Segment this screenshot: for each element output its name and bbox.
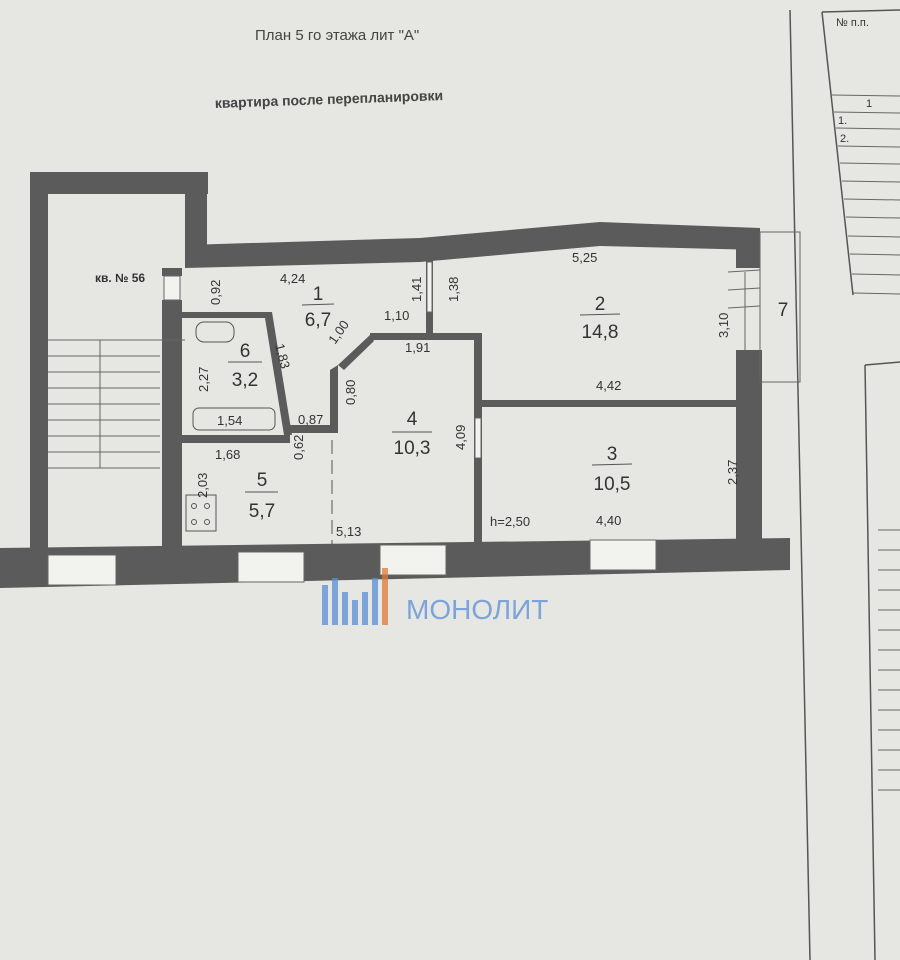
watermark-text: МОНОЛИТ <box>406 594 548 625</box>
dim-label: 0,87 <box>298 412 323 427</box>
fixtures <box>185 321 333 545</box>
room-4-area: 10,3 <box>394 438 431 459</box>
dim-label: 4,09 <box>453 425 468 450</box>
walls <box>0 172 790 588</box>
dim-label: 1,91 <box>405 340 430 355</box>
dim-label: 4,42 <box>596 378 621 393</box>
dim-label: 1,38 <box>446 277 461 302</box>
room-5-number: 5 <box>257 470 268 491</box>
room-3-area: 10,5 <box>594 474 631 495</box>
room-5-area: 5,7 <box>249 501 275 522</box>
dim-label: 4,24 <box>280 271 305 286</box>
table-header: № п.п. <box>836 17 869 29</box>
dim-label: 4,40 <box>596 513 621 528</box>
plan-subtitle: квартира после перепланировки <box>215 87 444 111</box>
dim-label: 5,25 <box>572 250 597 265</box>
ceiling-height-label: h=2,50 <box>490 514 530 529</box>
dim-label: 2,03 <box>195 473 210 498</box>
staircase <box>48 339 185 469</box>
side-table: № п.п. 1 1. 2. <box>789 9 900 960</box>
table-row: 2. <box>840 133 849 145</box>
windows <box>47 261 657 586</box>
room-2-area: 14,8 <box>582 322 619 343</box>
plan-title: План 5 го этажа лит "А" <box>255 27 419 44</box>
room-6-area: 3,2 <box>232 370 258 391</box>
dim-label: 2,27 <box>196 367 211 392</box>
dim-label: 1,68 <box>215 447 240 462</box>
dim-label: 2,37 <box>725 460 740 485</box>
room-6-number: 6 <box>240 341 251 362</box>
dim-label: 1,10 <box>384 308 409 323</box>
table-row: 1. <box>838 115 847 127</box>
room-2-number: 2 <box>595 294 606 315</box>
table-row: 1 <box>866 98 872 110</box>
dim-label: 0,92 <box>208 280 223 305</box>
dimensions: 4,24 0,92 1,41 1,38 1,10 1,00 1,91 1,83 … <box>195 250 740 539</box>
dim-label: 1,41 <box>409 277 424 302</box>
room-labels: 1 6,7 2 14,8 3 10,5 4 10,3 5 5,7 6 3,2 7 <box>228 284 788 522</box>
room-1-area: 6,7 <box>305 310 331 331</box>
dim-label: 3,10 <box>716 313 731 338</box>
dim-label: 5,13 <box>336 524 361 539</box>
room-3-number: 3 <box>607 444 618 465</box>
dim-label: 1,83 <box>272 342 293 370</box>
watermark-logo: МОНОЛИТ <box>322 568 548 625</box>
room-7-number: 7 <box>778 300 789 321</box>
room-7-closet <box>727 231 801 383</box>
dim-label: 1,54 <box>217 413 242 428</box>
room-4-number: 4 <box>407 409 418 430</box>
neighbor-apartment-label: кв. № 56 <box>95 271 145 285</box>
room-1-number: 1 <box>313 284 324 305</box>
dim-label: 0,80 <box>343 380 358 405</box>
dim-label: 0,62 <box>291 435 306 460</box>
